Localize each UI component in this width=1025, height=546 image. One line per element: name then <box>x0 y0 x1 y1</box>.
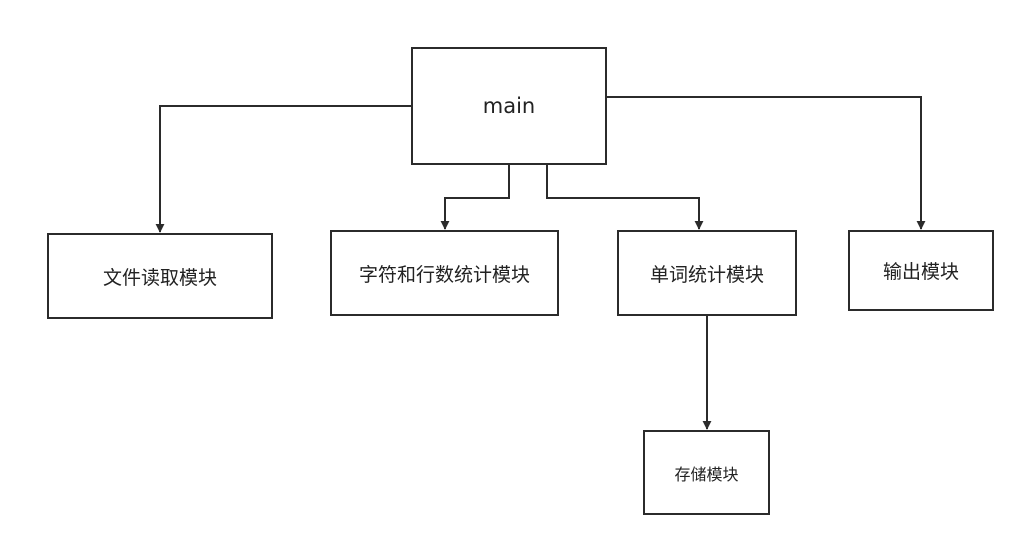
node-file-read-module: 文件读取模块 <box>47 233 273 319</box>
node-char-line-count-module-label: 字符和行数统计模块 <box>358 263 530 286</box>
node-main-label: main <box>482 94 536 118</box>
edge-main-to-file-read <box>155 105 411 233</box>
node-word-count-module-label: 单词统计模块 <box>649 263 764 286</box>
node-output-module: 输出模块 <box>848 230 994 311</box>
node-main: main <box>411 47 607 165</box>
node-word-count-module: 单词统计模块 <box>617 230 797 316</box>
edge-main-to-output <box>607 96 926 230</box>
node-storage-module: 存储模块 <box>643 430 770 515</box>
node-char-line-count-module: 字符和行数统计模块 <box>330 230 559 316</box>
edge-main-to-word-count <box>546 165 704 230</box>
edge-main-to-char-line-count <box>440 165 510 230</box>
node-file-read-module-label: 文件读取模块 <box>102 266 217 289</box>
node-storage-module-label: 存储模块 <box>674 464 739 484</box>
node-output-module-label: 输出模块 <box>882 261 959 283</box>
